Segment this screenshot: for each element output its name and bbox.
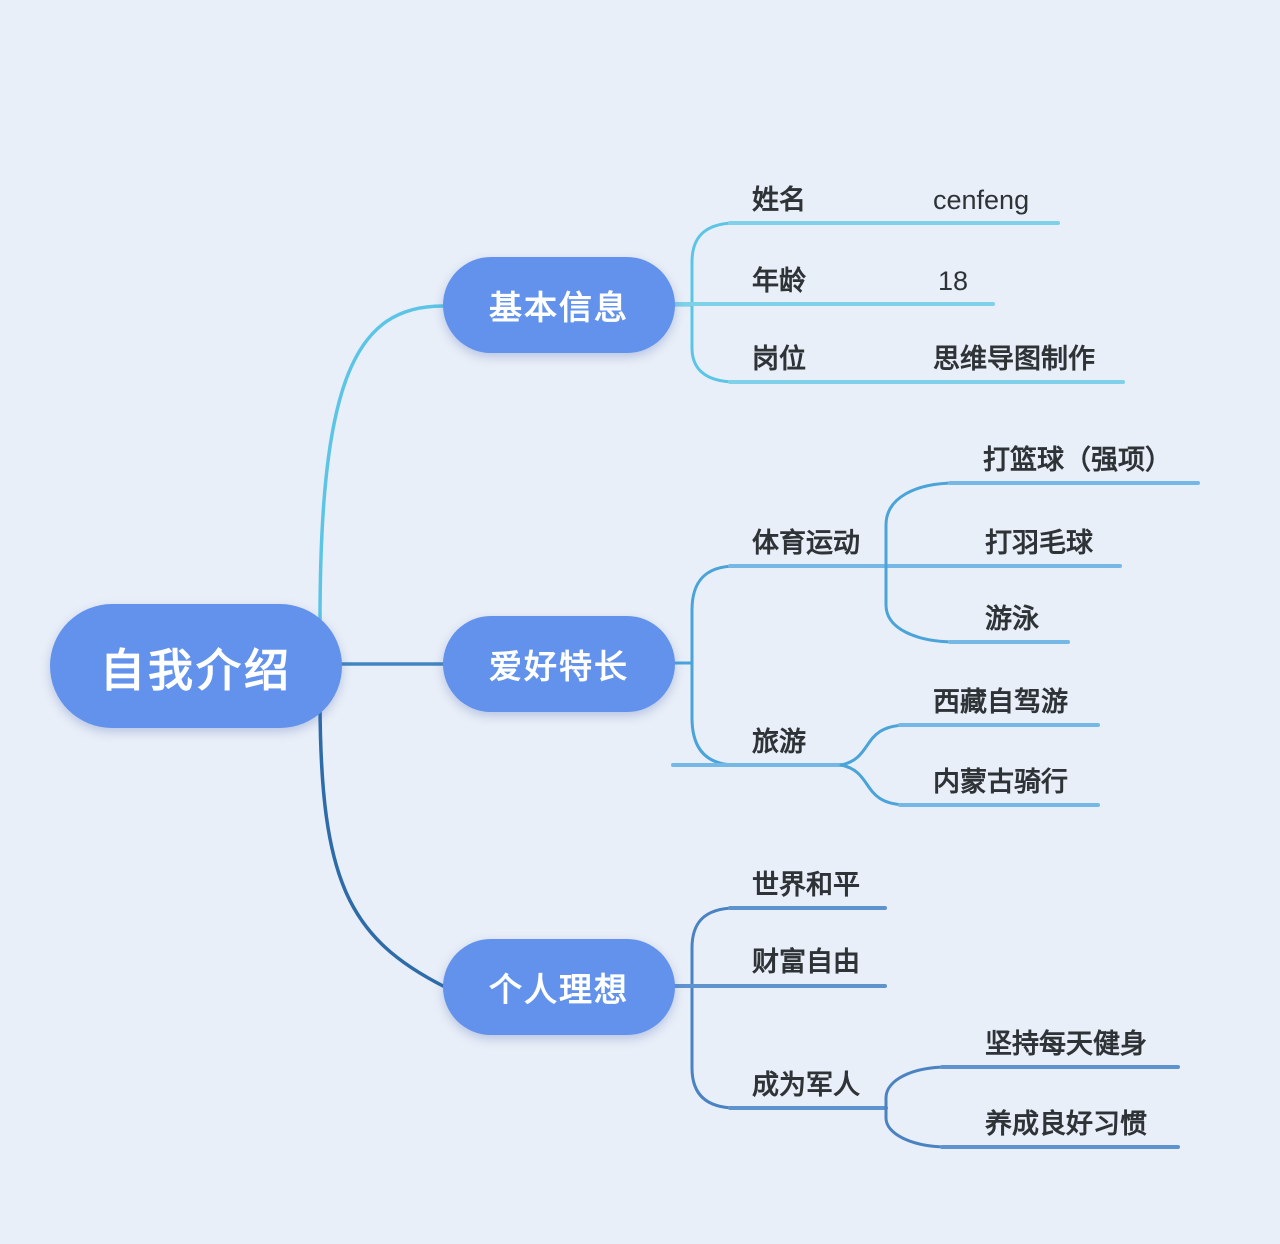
node-travel[interactable]: 旅游 bbox=[752, 727, 806, 757]
node-financial-freedom[interactable]: 财富自由 bbox=[752, 947, 860, 977]
brace-soldier bbox=[884, 1065, 950, 1149]
branch-ideals[interactable]: 个人理想 bbox=[443, 939, 675, 1035]
central-topic-label: 自我介绍 bbox=[99, 644, 292, 696]
node-swimming[interactable]: 游泳 bbox=[985, 604, 1039, 634]
branch-hobbies[interactable]: 爱好特长 bbox=[443, 616, 675, 712]
branch-ideals-label: 个人理想 bbox=[489, 971, 629, 1008]
node-name-value[interactable]: cenfeng bbox=[933, 185, 1030, 215]
branch-hobbies-label: 爱好特长 bbox=[489, 648, 629, 685]
node-tibet-roadtrip[interactable]: 西藏自驾游 bbox=[933, 687, 1068, 717]
node-position[interactable]: 岗位 bbox=[752, 344, 806, 374]
node-position-value[interactable]: 思维导图制作 bbox=[933, 344, 1095, 374]
node-basketball[interactable]: 打篮球（强项） bbox=[983, 445, 1172, 475]
link-root-basic-info bbox=[318, 304, 445, 624]
node-age[interactable]: 年龄 bbox=[752, 266, 806, 296]
node-age-value[interactable]: 18 bbox=[938, 266, 969, 296]
branch-basic-info-label: 基本信息 bbox=[489, 289, 629, 326]
node-daily-workout[interactable]: 坚持每天健身 bbox=[985, 1029, 1147, 1059]
node-sports[interactable]: 体育运动 bbox=[752, 528, 860, 558]
brace-sports bbox=[884, 481, 958, 644]
node-become-soldier[interactable]: 成为军人 bbox=[752, 1070, 860, 1100]
node-inner-mongolia-cycling[interactable]: 内蒙古骑行 bbox=[933, 767, 1068, 797]
brace-travel bbox=[839, 723, 910, 807]
brace-hobbies bbox=[690, 564, 738, 767]
link-root-ideals bbox=[318, 704, 447, 989]
node-good-habits[interactable]: 养成良好习惯 bbox=[985, 1109, 1147, 1139]
node-name[interactable]: 姓名 bbox=[752, 185, 806, 215]
central-topic[interactable]: 自我介绍 bbox=[50, 604, 342, 728]
node-world-peace[interactable]: 世界和平 bbox=[752, 870, 860, 900]
branch-basic-info[interactable]: 基本信息 bbox=[443, 257, 675, 353]
brace-ideals bbox=[690, 906, 738, 1110]
node-badminton[interactable]: 打羽毛球 bbox=[985, 528, 1093, 558]
